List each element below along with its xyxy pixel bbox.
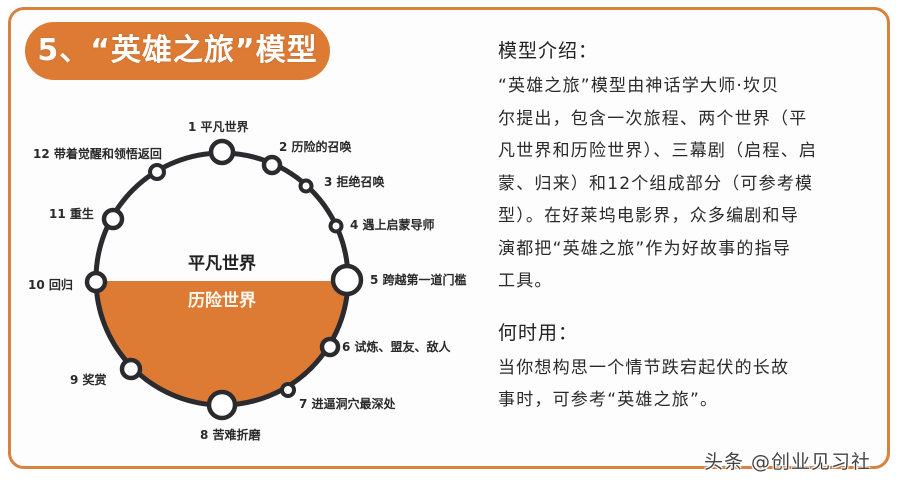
stage-node-6 [319, 336, 341, 358]
stage-node-7 [280, 382, 296, 398]
stage-node-3 [298, 178, 314, 194]
content-frame [8, 7, 890, 469]
stage-node-5 [330, 263, 364, 297]
stage-node-4 [328, 218, 344, 234]
intro-paragraph: “英雄之旅”模型由神话学大师·坎贝 尔提出，包含一次旅程、两个世界（平 凡世界和… [498, 70, 868, 298]
adventure-world-area [96, 281, 348, 405]
stage-node-12 [148, 163, 166, 181]
stage-label-7: 7 进逼洞穴最深处 [299, 396, 397, 411]
stage-node-11 [101, 207, 125, 231]
usage-line: 当你想构思一个情节跌宕起伏的长故 [498, 357, 790, 378]
stage-node-8 [206, 389, 238, 421]
stage-node-1 [208, 138, 236, 166]
stage-label-4: 4 遇上启蒙导师 [350, 217, 435, 232]
intro-heading: 模型介绍： [498, 40, 599, 62]
stage-label-8: 8 苦难折磨 [200, 427, 261, 442]
ordinary-world-label: 平凡世界 [188, 254, 256, 274]
stage-label-12: 12 带着觉醒和领悟返回 [33, 146, 162, 161]
intro-line: 凡世界和历险世界）、三幕剧（启程、启 [498, 141, 818, 161]
usage-paragraph: 当你想构思一个情节跌宕起伏的长故 事时，可参考“英雄之旅”。 [498, 352, 868, 417]
stage-node-10 [84, 270, 108, 294]
page-title: 5、“英雄之旅”模型 [25, 22, 330, 80]
stage-label-10: 10 回归 [28, 277, 73, 292]
intro-line: 工具。 [498, 271, 553, 291]
intro-line: “英雄之旅”模型由神话学大师·坎贝 [498, 76, 780, 96]
description-panel: 模型介绍： “英雄之旅”模型由神话学大师·坎贝 尔提出，包含一次旅程、两个世界（… [498, 38, 868, 417]
stage-label-6: 6 试炼、盟友、敌人 [342, 339, 452, 354]
stage-label-5: 5 跨越第一道门槛 [370, 272, 467, 287]
intro-line: 演都把“英雄之旅”作为好故事的指导 [498, 238, 792, 259]
stage-node-9 [119, 357, 143, 381]
stage-label-2: 2 历险的召唤 [279, 139, 352, 154]
usage-heading: 何时用： [498, 321, 579, 344]
stage-label-9: 9 奖赏 [70, 372, 107, 387]
stage-node-2 [261, 154, 283, 176]
adventure-world-label: 历险世界 [188, 290, 256, 311]
intro-line: 尔提出，包含一次旅程、两个世界（平 [498, 108, 808, 129]
stage-label-1: 1 平凡世界 [188, 119, 249, 134]
intro-line: 型）。在好莱坞电影界，众多编剧和导 [498, 206, 799, 226]
watermark: 头条 @创业见习社 [704, 451, 872, 473]
stage-label-3: 3 拒绝召唤 [324, 174, 385, 189]
stage-label-11: 11 重生 [49, 206, 94, 221]
usage-line: 事时，可参考“英雄之旅”。 [498, 390, 719, 410]
intro-line: 蒙、归来）和12个组成部分（可参考模 [498, 173, 814, 194]
